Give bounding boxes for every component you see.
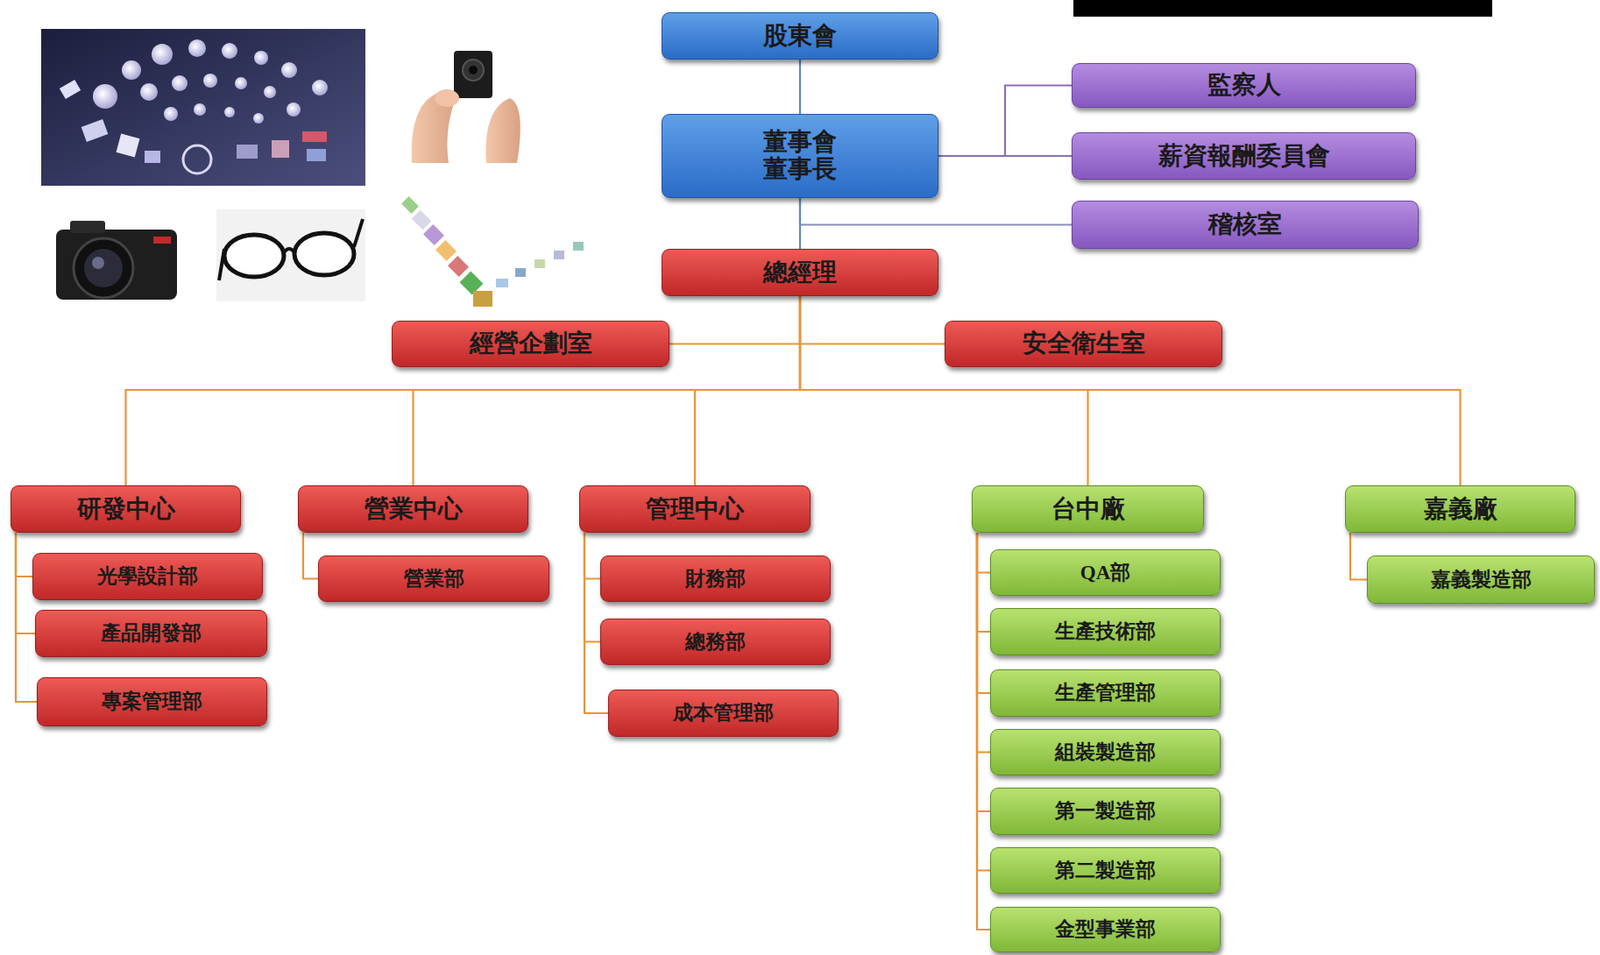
division-box: 研發中心: [10, 485, 241, 533]
node-label: 成本管理部: [672, 701, 774, 724]
connector-line: [584, 532, 601, 580]
department-box: 營業部: [318, 555, 550, 602]
connector-line: [1350, 532, 1367, 581]
node-label: 監察人: [1207, 71, 1282, 100]
staff-box: 安全衛生室: [944, 320, 1223, 368]
governance-box: 董事會 董事長: [661, 113, 939, 199]
node-label: 第二製造部: [1054, 859, 1156, 882]
node-label: 安全衛生室: [1022, 330, 1146, 358]
connector-line: [303, 532, 319, 580]
connector-line: [126, 296, 801, 486]
division-box: 管理中心: [579, 485, 811, 533]
executive-box: 總經理: [661, 248, 939, 297]
connector-line: [976, 532, 991, 930]
connector-line: [976, 532, 991, 812]
connector-line: [694, 296, 800, 486]
camera-photo: [56, 220, 177, 300]
optics-photo: [41, 28, 366, 186]
plant-department-box: QA部: [990, 549, 1221, 596]
governance-box: 股東會: [661, 12, 939, 60]
node-label: 專案管理部: [101, 690, 203, 713]
black-bar: [1073, 0, 1493, 17]
node-label: 生產技術部: [1054, 620, 1156, 643]
node-label: 薪資報酬委員會: [1158, 142, 1331, 170]
node-label: 生產管理部: [1054, 681, 1156, 704]
department-box: 財務部: [600, 555, 831, 602]
connector-line: [800, 296, 1461, 486]
department-box: 光學設計部: [32, 552, 263, 601]
node-label: 稽核室: [1208, 211, 1282, 239]
plant-department-box: 生產技術部: [990, 608, 1221, 656]
glasses-photo: [216, 209, 366, 302]
node-label: 股東會: [763, 22, 837, 50]
node-label: 財務部: [685, 567, 746, 590]
connector-line: [938, 155, 1072, 157]
committee-box: 薪資報酬委員會: [1071, 132, 1416, 180]
connector-line: [976, 532, 991, 574]
connector-line: [669, 296, 800, 345]
plant-department-box: 第一製造部: [990, 787, 1221, 836]
plant-department-box: 嘉義製造部: [1366, 555, 1595, 604]
connector-line: [800, 296, 945, 345]
division-box: 營業中心: [297, 485, 529, 533]
node-label: 嘉義製造部: [1430, 568, 1532, 591]
plant-department-box: 金型事業部: [990, 906, 1221, 953]
plant-department-box: 組裝製造部: [990, 729, 1221, 776]
lens-assembly-drawing: [401, 196, 584, 307]
department-box: 總務部: [600, 618, 831, 666]
audit-box: 稽核室: [1071, 200, 1419, 249]
connector-line: [976, 532, 991, 753]
node-label: QA部: [1080, 561, 1132, 584]
node-label: 金型事業部: [1054, 918, 1156, 941]
department-box: 專案管理部: [36, 677, 268, 727]
connector-line: [799, 198, 801, 249]
department-box: 成本管理部: [608, 689, 839, 737]
connector-line: [800, 198, 1072, 226]
node-label: 營業中心: [364, 495, 463, 524]
node-label: 總經理: [763, 259, 837, 287]
plant-department-box: 生產管理部: [990, 669, 1221, 717]
node-label: 光學設計部: [97, 565, 199, 588]
node-label: 產品開發部: [100, 622, 202, 645]
node-label: 第一製造部: [1054, 800, 1156, 822]
node-label: 董事會 董事長: [759, 128, 841, 184]
staff-box: 經營企劃室: [391, 320, 670, 368]
node-label: 組裝製造部: [1054, 741, 1156, 764]
plant-box: 嘉義廠: [1345, 485, 1576, 533]
node-label: 管理中心: [645, 495, 744, 524]
connector-line: [976, 532, 991, 694]
connector-line: [976, 532, 991, 632]
department-box: 產品開發部: [35, 609, 268, 658]
node-label: 台中廠: [1051, 495, 1126, 524]
node-label: 總務部: [685, 630, 746, 653]
connector-line: [976, 532, 991, 871]
connector-line: [584, 532, 601, 643]
node-label: 營業部: [403, 567, 465, 590]
camera-module-photo: [397, 41, 526, 163]
connector-line: [15, 532, 33, 577]
connector-line: [938, 85, 1072, 157]
node-label: 研發中心: [77, 495, 176, 524]
plant-box: 台中廠: [971, 485, 1204, 533]
plant-department-box: 第二製造部: [990, 847, 1221, 894]
node-label: 嘉義廠: [1423, 495, 1498, 524]
committee-box: 監察人: [1071, 63, 1416, 108]
node-label: 經營企劃室: [469, 330, 593, 358]
connector-line: [799, 59, 801, 114]
